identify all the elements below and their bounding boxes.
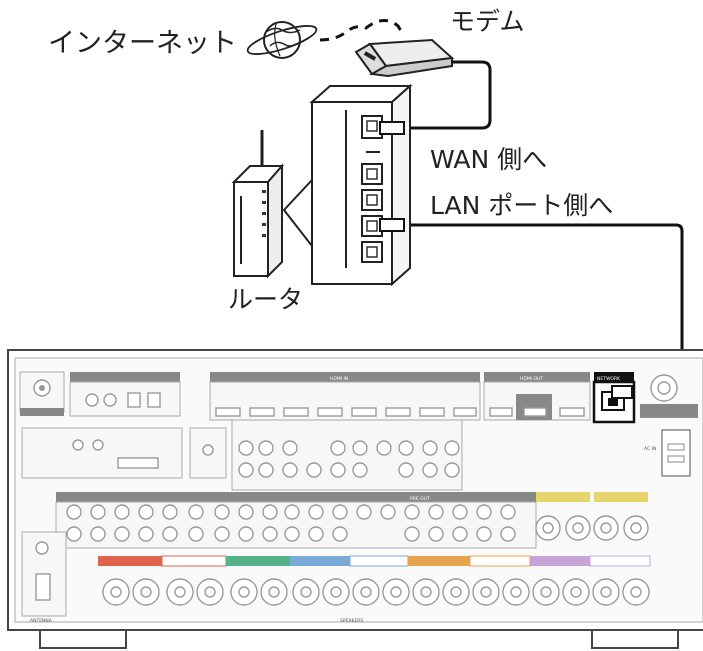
av-receiver-rear-panel: HDMI IN HDMI OUT NETWORK [7, 349, 703, 649]
speakers-label: SPEAKERS [340, 618, 363, 624]
pre-out-label: PRE OUT [410, 496, 430, 502]
band-front-l [98, 556, 162, 566]
speaker-binding-posts [102, 578, 650, 606]
band-front-r [161, 555, 227, 567]
internet-label: インターネット [48, 28, 237, 59]
wan-cable [404, 60, 492, 130]
rca-block-upper [238, 440, 460, 478]
wan-plug [379, 121, 405, 135]
network-label: NETWORK [597, 376, 621, 382]
lan-label: LAN ポート側へ [430, 191, 613, 220]
internet-dashed-link [319, 19, 406, 42]
router-label: ルータ [228, 285, 303, 314]
band-center [226, 556, 290, 566]
hdmi-in-label: HDMI IN [330, 376, 348, 382]
ac-in-label: AC IN [644, 446, 656, 452]
rca-row-lower [66, 504, 516, 542]
ac-inlet [661, 429, 691, 477]
modem-label: モデム [450, 7, 525, 36]
network-plug [611, 385, 633, 399]
band-surround-l [290, 556, 350, 566]
band-surround-back-r [469, 555, 531, 567]
height1-right-band [594, 492, 648, 502]
height1-left-band [536, 492, 590, 502]
hdmi-out-label: HDMI OUT [520, 376, 543, 382]
lan-plug [379, 218, 405, 232]
band-surround-r [349, 555, 409, 567]
height-terminals [535, 515, 649, 541]
band-surround-back-l [408, 556, 470, 566]
band-front-height-l [530, 556, 590, 566]
band-front-height-r [589, 555, 651, 567]
modem-device [354, 38, 455, 78]
speaker-color-bands [98, 555, 651, 567]
foot-right [591, 629, 679, 649]
antenna-label: ANTENNA [30, 618, 53, 624]
zoom-callout [282, 177, 313, 249]
wan-label: WAN 側へ [430, 145, 547, 174]
hdmi-in-ports [215, 407, 477, 417]
globe-icon [246, 21, 318, 59]
foot-left [39, 629, 127, 649]
router-small [231, 130, 285, 279]
router-zoomed [309, 83, 413, 287]
